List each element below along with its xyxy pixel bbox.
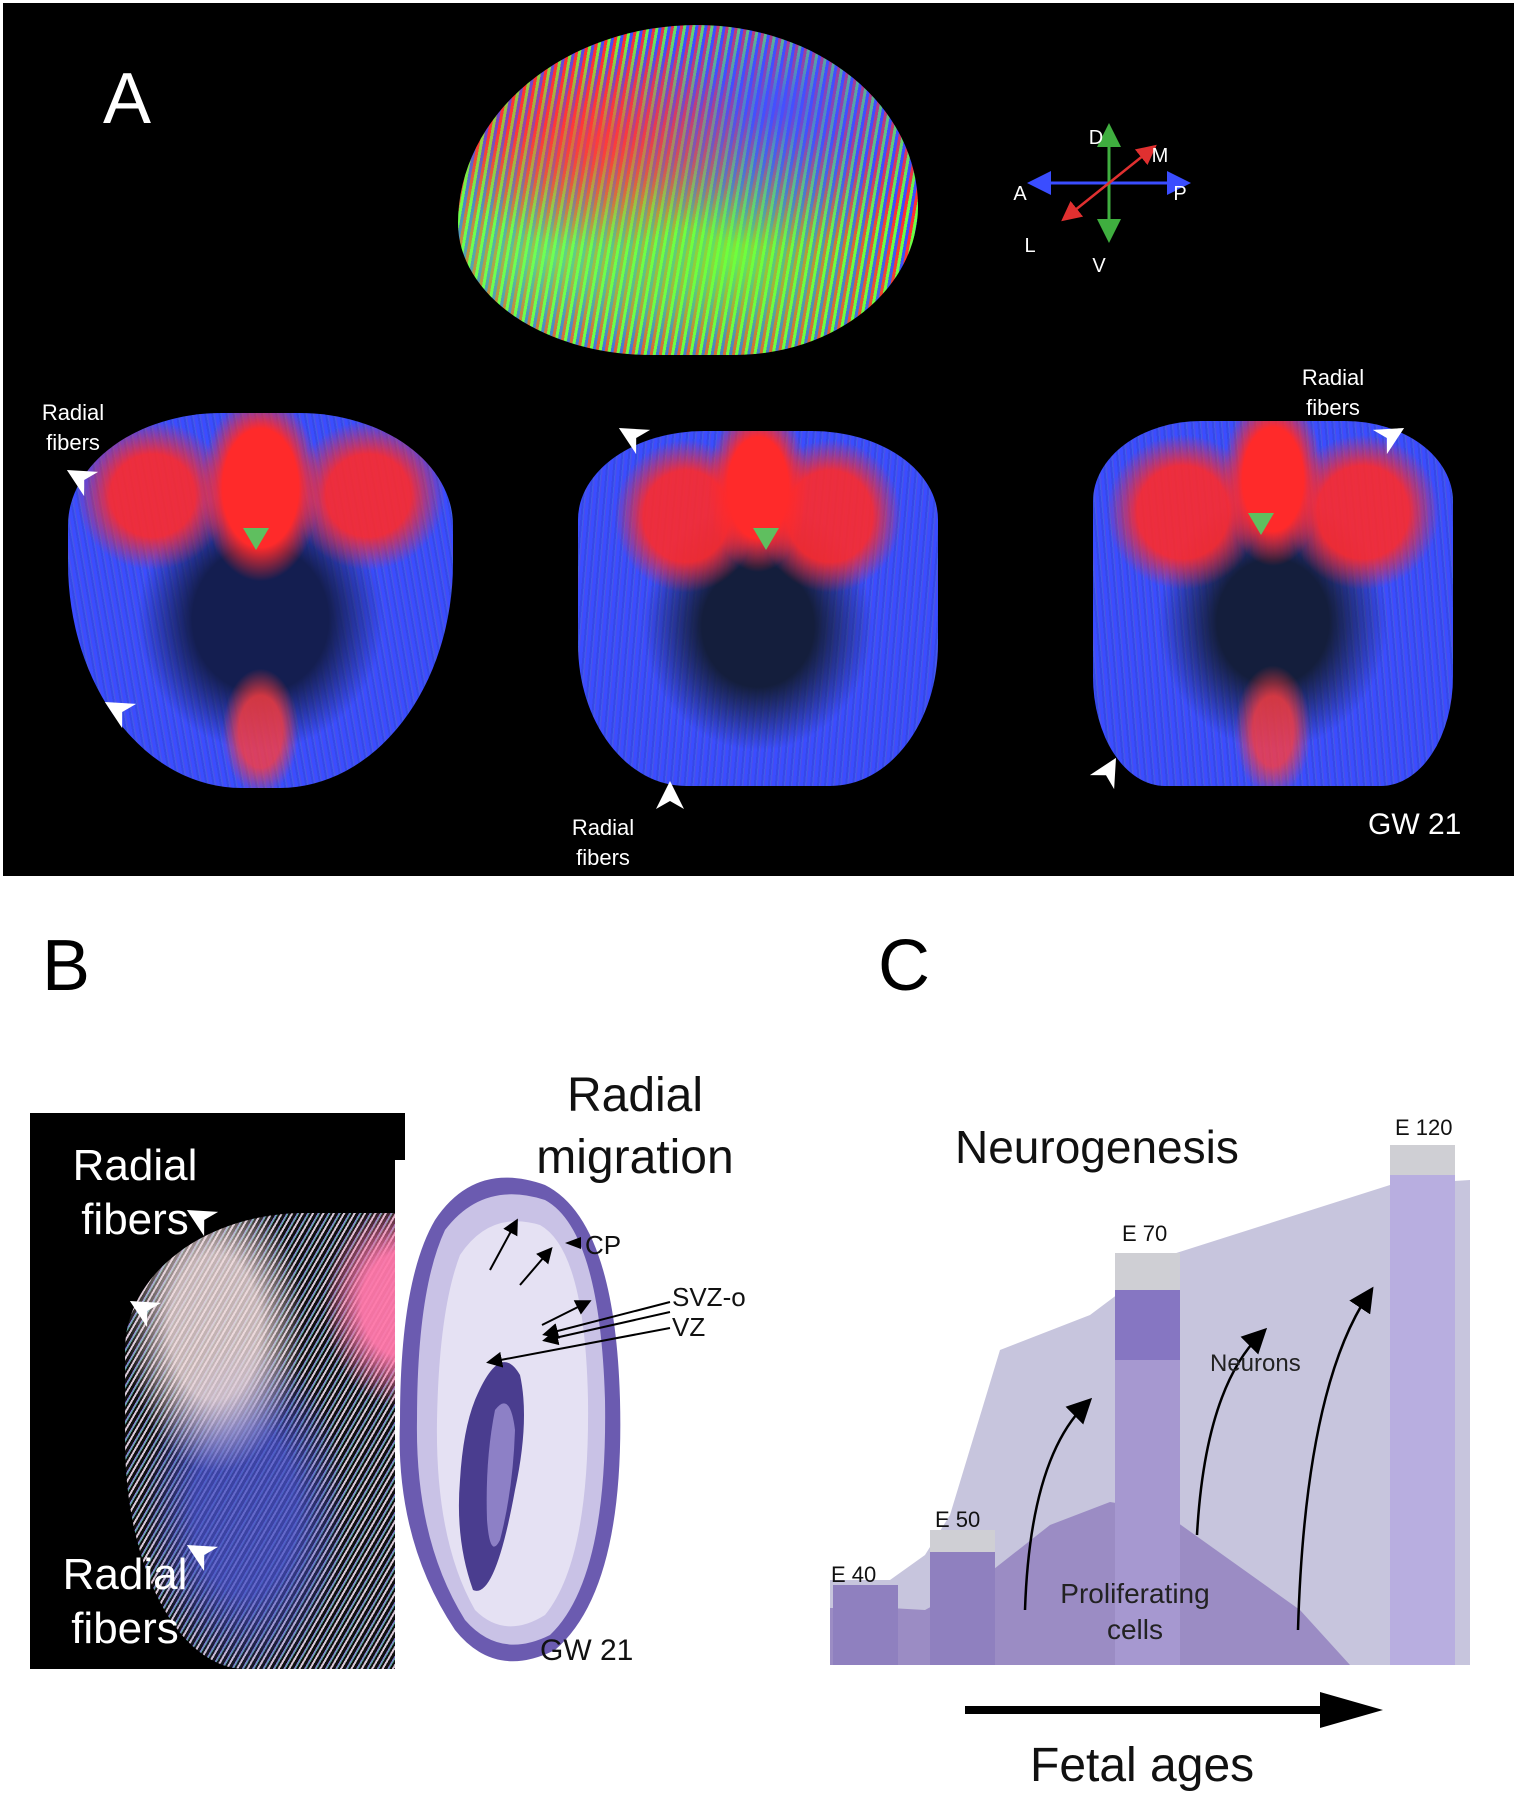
radial-fibers-label-b-top: Radial fibers bbox=[72, 1141, 198, 1244]
migration-arrows bbox=[489, 1218, 592, 1326]
white-arrowhead-a5 bbox=[1372, 428, 1405, 455]
stage-label-e40: E 40 bbox=[831, 1562, 877, 1587]
white-arrowhead-b2 bbox=[129, 1301, 162, 1328]
radial-fibers-label-b-bottom: Radial fibers bbox=[62, 1550, 188, 1653]
white-arrowhead-b1 bbox=[186, 1210, 219, 1237]
cp-pointer bbox=[565, 1237, 581, 1249]
stage-column-e40 bbox=[833, 1585, 898, 1665]
panel-b-letter: B bbox=[42, 926, 91, 1006]
orientation-compass bbox=[1027, 123, 1191, 243]
svz-o-label: SVZ-o bbox=[672, 1282, 746, 1312]
tractography-fibers-image bbox=[125, 1213, 425, 1669]
radial-fibers-label-left: Radial fibers bbox=[41, 400, 105, 455]
compass-d: D bbox=[1088, 127, 1104, 149]
stage-column-e120 bbox=[1390, 1145, 1455, 1665]
panel-b-stage-label: GW 21 bbox=[540, 1634, 634, 1667]
radial-fibers-label-middle: Radial fibers bbox=[571, 815, 635, 870]
stage-label-e120: E 120 bbox=[1395, 1115, 1453, 1140]
nissl-section bbox=[395, 1160, 630, 1675]
stage-label-e70: E 70 bbox=[1122, 1221, 1168, 1246]
compass-p: P bbox=[1173, 183, 1187, 205]
panel-a: A D M A P L V Radial bbox=[3, 3, 1514, 876]
radial-fibers-label-right: Radial fibers bbox=[1301, 365, 1365, 420]
white-arrowhead-a4 bbox=[656, 781, 684, 809]
white-arrowhead-a6 bbox=[1089, 757, 1116, 790]
fetal-ages-label: Fetal ages bbox=[1030, 1739, 1255, 1792]
brain-3d-tractography bbox=[458, 25, 918, 355]
green-arrowhead-left bbox=[243, 528, 269, 550]
compass-m: M bbox=[1151, 145, 1169, 167]
green-arrowhead-middle bbox=[753, 528, 779, 550]
compass-v: V bbox=[1092, 255, 1106, 277]
coronal-section-right bbox=[1093, 421, 1453, 786]
coronal-section-middle bbox=[578, 431, 938, 786]
panel-b-tractography: Radial fibers Radial fibers bbox=[30, 1113, 425, 1669]
fetal-ages-arrow bbox=[965, 1692, 1383, 1728]
neurogenesis-title: Neurogenesis bbox=[955, 1121, 1239, 1173]
neurogenesis-diagram bbox=[830, 1145, 1470, 1665]
green-arrowhead-right bbox=[1248, 513, 1274, 535]
neurons-label: Neurons bbox=[1210, 1350, 1301, 1377]
white-arrowhead-a2 bbox=[104, 702, 137, 729]
white-arrowhead-b3 bbox=[186, 1545, 219, 1572]
white-arrowhead-a3 bbox=[618, 428, 651, 455]
white-arrowhead-a1 bbox=[66, 470, 99, 497]
label-leader-lines bbox=[486, 1301, 671, 1368]
proliferating-cells-label: Proliferating cells bbox=[1060, 1578, 1210, 1645]
panel-a-letter: A bbox=[103, 59, 152, 139]
compass-l: L bbox=[1024, 235, 1036, 257]
panel-a-stage-label: GW 21 bbox=[1368, 808, 1462, 841]
compass-a: A bbox=[1013, 183, 1027, 205]
radial-migration-title: Radial migration bbox=[536, 1069, 734, 1184]
panel-c-letter: C bbox=[878, 926, 930, 1006]
stage-label-e50: E 50 bbox=[935, 1507, 981, 1532]
stage-column-e50 bbox=[930, 1530, 995, 1665]
vz-label: VZ bbox=[672, 1312, 706, 1342]
cp-label: CP bbox=[585, 1230, 622, 1260]
coronal-section-left bbox=[68, 413, 453, 788]
